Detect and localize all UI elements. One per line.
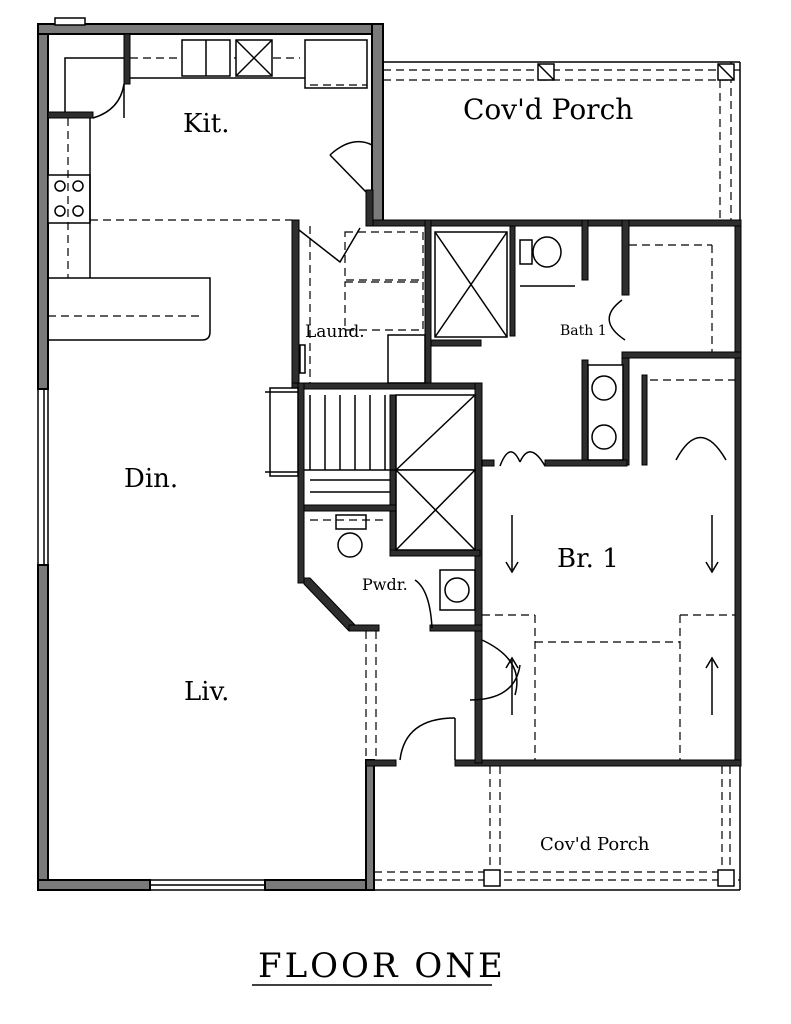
interior-walls	[47, 33, 742, 764]
powder-fixtures	[310, 514, 476, 629]
top-vent	[54, 17, 86, 26]
fridge-icon	[304, 39, 368, 89]
room-label-laundry: Laund.	[305, 322, 365, 342]
room-label-living: Liv.	[184, 677, 229, 707]
stairs	[265, 387, 476, 551]
room-label-kitchen: Kit.	[183, 109, 229, 139]
room-label-powder: Pwdr.	[362, 575, 408, 594]
sink-icon-powder	[444, 577, 470, 603]
room-label-bedroom: Br. 1	[557, 544, 619, 574]
covered-porch-bottom	[374, 766, 741, 891]
left-window	[37, 389, 49, 565]
room-label-bath: Bath 1	[560, 323, 607, 339]
room-label-porch-bottom: Cov'd Porch	[540, 834, 650, 855]
laundry-fixtures	[298, 226, 426, 384]
covered-porch-top	[383, 61, 741, 220]
stove-icon	[47, 174, 91, 224]
kitchen-fixtures	[47, 39, 373, 341]
bedroom-fixtures	[365, 515, 735, 761]
bath-fixtures	[434, 231, 735, 467]
exterior-walls	[37, 23, 742, 891]
toilet-icon-powder	[337, 532, 363, 558]
plan-title: FLOOR ONE	[258, 946, 506, 986]
room-label-dining: Din.	[124, 464, 178, 494]
toilet-icon	[532, 236, 562, 268]
room-label-porch-top: Cov'd Porch	[463, 93, 633, 126]
bottom-window	[150, 879, 265, 891]
